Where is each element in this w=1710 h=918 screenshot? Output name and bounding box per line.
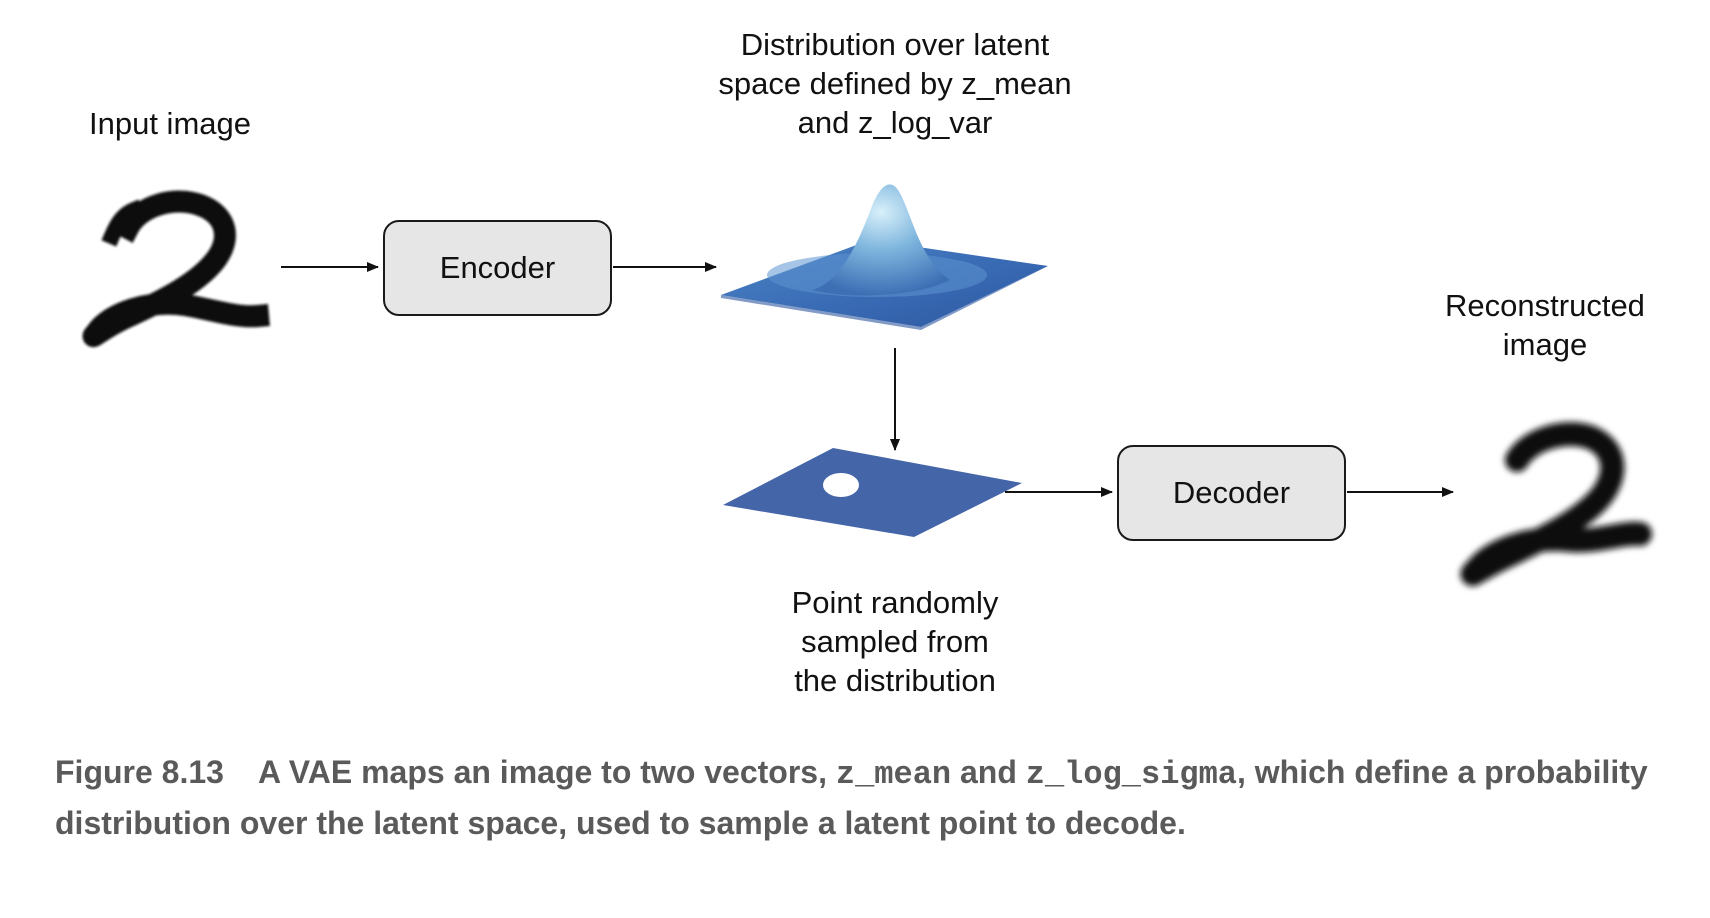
input-image-label: Input image — [40, 104, 300, 143]
reconstructed-digit-icon — [1460, 422, 1652, 587]
latent-plane-icon — [723, 448, 1022, 537]
reconstructed-label-line-1: Reconstructed — [1445, 288, 1645, 323]
distribution-label-line-1: Distribution over latent — [740, 27, 1050, 62]
sampled-point — [823, 473, 859, 497]
figure-caption: Figure 8.13 A VAE maps an image to two ve… — [55, 748, 1675, 847]
caption-text-2: and — [959, 754, 1017, 790]
figure-number: Figure 8.13 — [55, 754, 224, 790]
caption-text-1: A VAE maps an image to two vectors, — [257, 754, 827, 790]
sampled-point-label-line-1: Point randomly — [791, 585, 999, 620]
distribution-label-line-2: space defined by z_mean — [718, 66, 1072, 101]
caption-code-z-mean: z_mean — [835, 756, 952, 793]
gaussian-surface-icon — [721, 184, 1048, 330]
caption-code-z-log-sigma: z_log_sigma — [1025, 756, 1237, 793]
input-digit-icon — [82, 190, 270, 348]
sampled-point-label-line-3: the distribution — [794, 663, 996, 698]
decoder-box: Decoder — [1117, 445, 1346, 541]
caption-text-3: , which define a probability distributio… — [55, 754, 1648, 841]
reconstructed-image-label: Reconstructed image — [1385, 286, 1705, 364]
sampled-point-label: Point randomly sampled from the distribu… — [700, 583, 1090, 700]
reconstructed-label-line-2: image — [1502, 327, 1588, 362]
input-image-label-line: Input image — [89, 106, 251, 141]
distribution-label-line-3: and z_log_var — [797, 105, 993, 140]
distribution-label: Distribution over latent space defined b… — [650, 25, 1140, 142]
sampled-point-label-line-2: sampled from — [801, 624, 989, 659]
encoder-box: Encoder — [383, 220, 612, 316]
